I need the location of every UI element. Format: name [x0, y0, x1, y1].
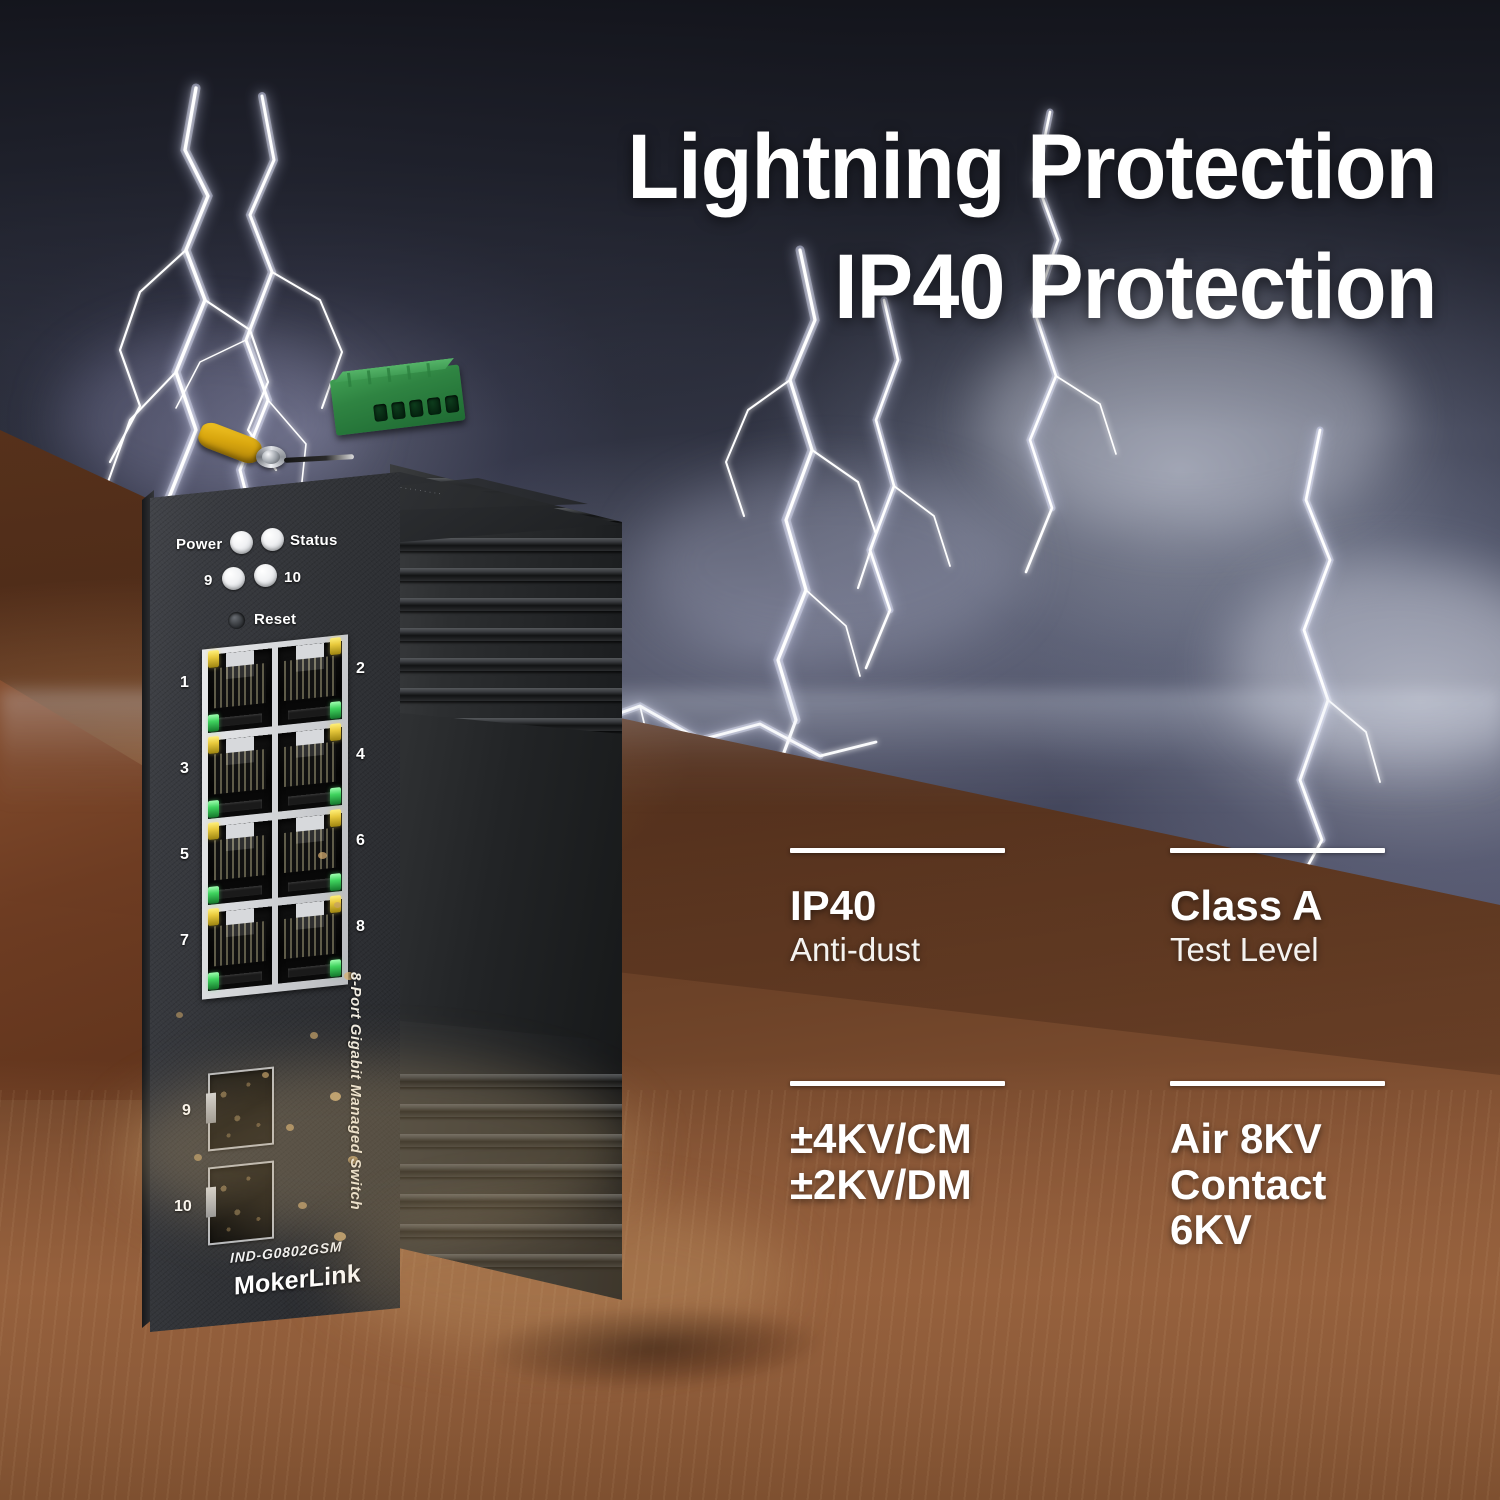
spec-divider [790, 848, 1005, 853]
spec-row-bottom: ±4KV/CM ±2KV/DM Air 8KV Contact 6KV [790, 1081, 1410, 1256]
port-act-led-green [330, 701, 341, 720]
port-link-led-yellow [208, 907, 219, 927]
port-act-led-green [208, 713, 219, 733]
device-shadow [411, 1292, 895, 1402]
sfp-port-number: 9 [182, 1102, 191, 1119]
headline-line-1: Lightning Protection [626, 116, 1437, 218]
port-number: 3 [180, 760, 189, 777]
port-number: 4 [356, 746, 365, 763]
port-number: 2 [356, 660, 365, 677]
sfp-port-cage[interactable] [206, 1066, 274, 1152]
port-link-led-yellow [330, 723, 341, 742]
rj45-port-block [202, 634, 348, 1000]
port-act-led-green [330, 873, 341, 892]
status-led [261, 528, 284, 551]
port-link-led-yellow [330, 809, 341, 828]
led-port-9 [222, 567, 245, 590]
ground-lead [283, 454, 355, 463]
spec-divider [790, 1081, 1005, 1087]
headline: Lightning Protection IP40 Protection [557, 108, 1437, 347]
spec-grid: IP40 Anti-dust Class A Test Level ±4KV/C… [790, 848, 1410, 1256]
port-act-led-green [208, 885, 219, 905]
port-act-led-green [208, 799, 219, 819]
reset-label: Reset [254, 611, 297, 628]
port-number: 6 [356, 832, 365, 849]
power-led-label: Power [176, 536, 223, 553]
port-link-led-yellow [330, 637, 341, 656]
spec-subtitle: Anti-dust [790, 931, 921, 969]
spec-divider [1170, 848, 1385, 853]
power-led [230, 531, 253, 554]
port-act-led-green [330, 787, 341, 806]
port-number: 1 [180, 674, 189, 691]
port-act-led-green [208, 971, 219, 991]
spec-card-surge: ±4KV/CM ±2KV/DM [790, 1081, 1005, 1256]
sfp-port-number: 10 [174, 1198, 192, 1215]
port-link-led-yellow [208, 735, 219, 755]
spec-card-class-a: Class A Test Level [1170, 848, 1385, 969]
spec-divider [1170, 1081, 1385, 1087]
sfp-port-cage[interactable] [206, 1160, 274, 1246]
spec-subtitle: Test Level [1170, 931, 1319, 969]
spec-card-ip40: IP40 Anti-dust [790, 848, 1005, 969]
port-number: 8 [356, 918, 365, 935]
spec-title: Class A [1170, 882, 1323, 929]
heat-sink-flat-panel [390, 712, 622, 1042]
headline-line-2: IP40 Protection [833, 235, 1437, 338]
reset-button[interactable] [228, 612, 245, 629]
spec-title: ±4KV/CM ±2KV/DM [790, 1115, 972, 1208]
spec-title: Air 8KV Contact 6KV [1170, 1115, 1327, 1254]
port-act-led-green [330, 959, 341, 978]
spec-card-esd: Air 8KV Contact 6KV [1170, 1081, 1385, 1256]
led-port-10 [254, 564, 277, 587]
port-link-led-yellow [330, 895, 341, 914]
power-terminal-block [329, 364, 469, 457]
device-side-text: 8-Port Gigabit Managed Switch [347, 972, 364, 1211]
industrial-switch-device: . . . . . . . . . . . . . . . . Power [138, 412, 895, 1402]
led9-label: 9 [204, 572, 213, 589]
port-number: 5 [180, 846, 189, 863]
status-led-label: Status [290, 532, 338, 549]
spec-row-top: IP40 Anti-dust Class A Test Level [790, 848, 1410, 969]
port-link-led-yellow [208, 649, 219, 669]
port-number: 7 [180, 932, 189, 949]
spec-title: IP40 [790, 882, 877, 929]
ground-wire-lug [195, 419, 265, 467]
port-link-led-yellow [208, 821, 219, 841]
led10-label: 10 [284, 569, 302, 586]
ground-screw [262, 450, 280, 464]
